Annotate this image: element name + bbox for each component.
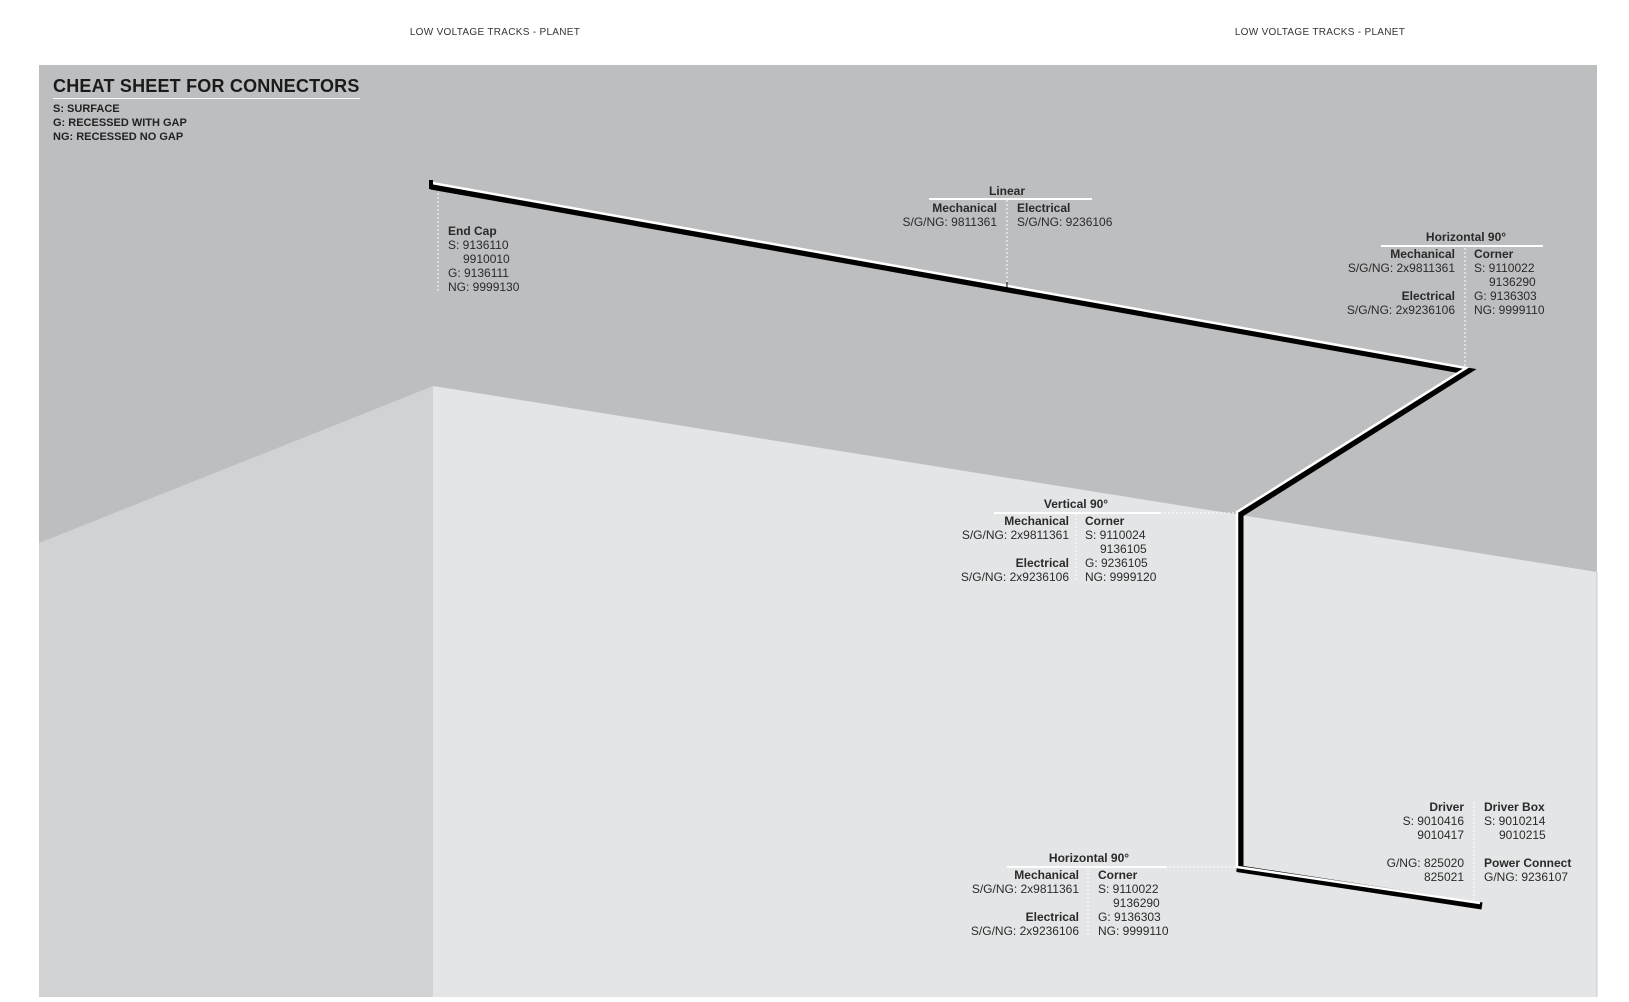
mechanical-title: Mechanical — [932, 201, 997, 215]
driver-label: Driver S: 9010416 9010417 G/NG: 825020 8… — [1387, 800, 1464, 884]
horizontal-bottom-corner: Corner S: 9110022 9136290 G: 9136303 NG:… — [1098, 868, 1169, 938]
end-cap-s2: 9910010 — [463, 252, 510, 266]
electrical-code: S/G/NG: 2x9236106 — [1346, 303, 1455, 317]
vertical-title: Vertical 90° — [1043, 497, 1109, 511]
electrical-code: S/G/NG: 2x9236106 — [960, 570, 1069, 584]
back-wall — [433, 386, 1597, 997]
vertical-corner: Corner S: 9110024 9136105 G: 9236105 NG:… — [1085, 514, 1156, 584]
driver-gng: G/NG: 825020 — [1386, 856, 1464, 870]
mechanical-code: S/G/NG: 2x9811361 — [1347, 261, 1455, 275]
linear-electrical: Electrical S/G/NG: 9236106 — [1017, 201, 1112, 229]
header-left: LOW VOLTAGE TRACKS - PLANET — [409, 27, 581, 38]
legend-surface: S: SURFACE — [53, 103, 120, 115]
corner-g: G: 9236105 — [1085, 556, 1148, 570]
legend-no-gap: NG: RECESSED NO GAP — [53, 131, 184, 143]
leader-lines — [437, 193, 1475, 936]
power-connect-code: G/NG: 9236107 — [1484, 870, 1569, 884]
driver-box-s2: 9010215 — [1499, 828, 1546, 842]
vertical-rule — [994, 512, 1160, 514]
driver-box-title: Driver Box — [1484, 800, 1545, 814]
end-cap-title: End Cap — [448, 224, 497, 238]
corner-ng: NG: 9999110 — [1474, 303, 1545, 317]
electrical-code: S/G/NG: 2x9236106 — [970, 924, 1079, 938]
corner-ng: NG: 9999120 — [1085, 570, 1157, 584]
header-right: LOW VOLTAGE TRACKS - PLANET — [1234, 27, 1406, 38]
end-cap-label: End Cap S: 9136110 9910010 G: 9136111 NG… — [448, 224, 519, 294]
horizontal-bottom-title: Horizontal 90° — [1048, 851, 1130, 865]
horizontal-top-rule — [1381, 245, 1543, 247]
driver-box-label: Driver Box S: 9010214 9010215 Power Conn… — [1484, 800, 1571, 884]
corner-s: S: 9110022 — [1474, 261, 1535, 275]
power-connect-title: Power Connect — [1484, 856, 1572, 870]
corner-title: Corner — [1474, 247, 1514, 261]
electrical-title: Electrical — [1017, 201, 1071, 215]
mechanical-code: S/G/NG: 9811361 — [902, 215, 998, 229]
end-cap-g: G: 9136111 — [448, 266, 509, 280]
corner-title: Corner — [1085, 514, 1125, 528]
horizontal-top-title: Horizontal 90° — [1425, 230, 1507, 244]
linear-rule — [929, 198, 1092, 200]
end-cap-ng: NG: 9999130 — [448, 280, 520, 294]
end-cap-mark — [429, 180, 433, 189]
legend: S: SURFACE G: RECESSED WITH GAP NG: RECE… — [53, 102, 187, 144]
driver-box-s: S: 9010214 — [1484, 814, 1546, 828]
track — [430, 181, 1483, 910]
electrical-title: Electrical — [1401, 289, 1455, 303]
left-wall — [39, 386, 433, 997]
corner-g: G: 9136303 — [1474, 289, 1537, 303]
corner-title: Corner — [1098, 868, 1138, 882]
corner-s: S: 9110022 — [1098, 882, 1159, 896]
mechanical-title: Mechanical — [1390, 247, 1455, 261]
page-title: CHEAT SHEET FOR CONNECTORS — [53, 76, 360, 99]
horizontal-bottom-rule — [1007, 866, 1167, 868]
horizontal-top-left: Mechanical S/G/NG: 2x9811361 Electrical … — [1347, 247, 1455, 317]
legend-gap: G: RECESSED WITH GAP — [53, 117, 187, 129]
mechanical-title: Mechanical — [1004, 514, 1069, 528]
corner-g: G: 9136303 — [1098, 910, 1161, 924]
horizontal-bottom-left: Mechanical S/G/NG: 2x9811361 Electrical … — [971, 868, 1079, 938]
mechanical-title: Mechanical — [1014, 868, 1079, 882]
corner-s2: 9136105 — [1100, 542, 1147, 556]
driver-s2: 9010417 — [1417, 828, 1464, 842]
driver-gng2: 825021 — [1423, 870, 1464, 884]
electrical-title: Electrical — [1015, 556, 1069, 570]
end-cap-s: S: 9136110 — [448, 238, 509, 252]
corner-s: S: 9110024 — [1085, 528, 1146, 542]
driver-title: Driver — [1429, 800, 1464, 814]
mechanical-code: S/G/NG: 2x9811361 — [961, 528, 1069, 542]
corner-ng: NG: 9999110 — [1098, 924, 1169, 938]
horizontal-top-corner: Corner S: 9110022 9136290 G: 9136303 NG:… — [1474, 247, 1545, 317]
linear-mechanical: Mechanical S/G/NG: 9811361 — [903, 201, 998, 229]
mechanical-code: S/G/NG: 2x9811361 — [971, 882, 1079, 896]
corner-s2: 9136290 — [1489, 275, 1536, 289]
driver-s: S: 9010416 — [1402, 814, 1464, 828]
vertical-left: Mechanical S/G/NG: 2x9811361 Electrical … — [961, 514, 1069, 584]
linear-title: Linear — [988, 184, 1026, 198]
corner-s2: 9136290 — [1113, 896, 1160, 910]
electrical-code: S/G/NG: 9236106 — [1017, 215, 1113, 229]
electrical-title: Electrical — [1025, 910, 1079, 924]
